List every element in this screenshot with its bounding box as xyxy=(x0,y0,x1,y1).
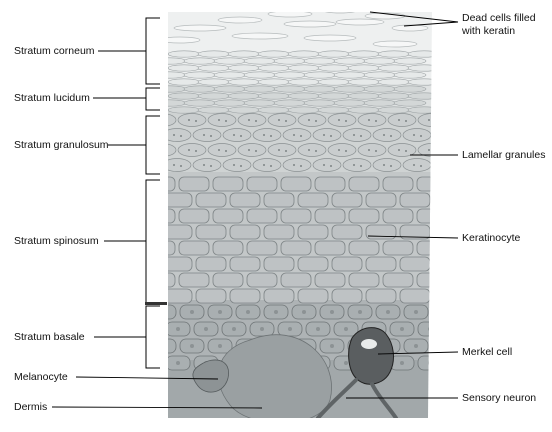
cell-pattern xyxy=(168,12,432,418)
leader-merkel-cell xyxy=(377,351,459,355)
stratum-spinosum-region xyxy=(168,172,432,308)
label-melanocyte: Melanocyte xyxy=(14,371,68,383)
bracket-stratum-spinosum xyxy=(145,179,160,305)
leader-dead-cells-2 xyxy=(403,21,459,27)
bracket-stratum-basale xyxy=(145,305,160,369)
bracket-stratum-corneum xyxy=(145,17,160,85)
merkel-cell-shape xyxy=(348,327,394,385)
sensory-neuron-shape xyxy=(316,378,398,418)
label-stratum-corneum: Stratum corneum xyxy=(14,45,95,57)
leader-melanocyte xyxy=(75,376,219,380)
leader-dermis xyxy=(51,406,263,409)
bracket-stratum-lucidum xyxy=(145,87,160,111)
bracket-stratum-granulosum xyxy=(145,115,160,175)
label-keratinocyte: Keratinocyte xyxy=(462,232,521,244)
label-stratum-basale: Stratum basale xyxy=(14,331,85,343)
label-dead-cells: Dead cells filled with keratin xyxy=(462,12,536,37)
label-merkel-cell: Merkel cell xyxy=(462,346,513,358)
label-stratum-lucidum: Stratum lucidum xyxy=(14,92,90,104)
layer-brackets xyxy=(145,17,160,369)
label-stratum-spinosum: Stratum spinosum xyxy=(14,235,99,247)
tissue-illustration xyxy=(168,12,432,418)
leader-lines xyxy=(51,11,459,409)
label-stratum-granulosum: Stratum granulosum xyxy=(14,139,109,151)
label-dermis: Dermis xyxy=(14,401,48,413)
label-lamellar-granules: Lamellar granules xyxy=(462,149,546,161)
label-sensory-neuron: Sensory neuron xyxy=(462,392,537,404)
leader-dead-cells-1 xyxy=(369,11,459,23)
leader-keratinocyte xyxy=(367,235,459,239)
